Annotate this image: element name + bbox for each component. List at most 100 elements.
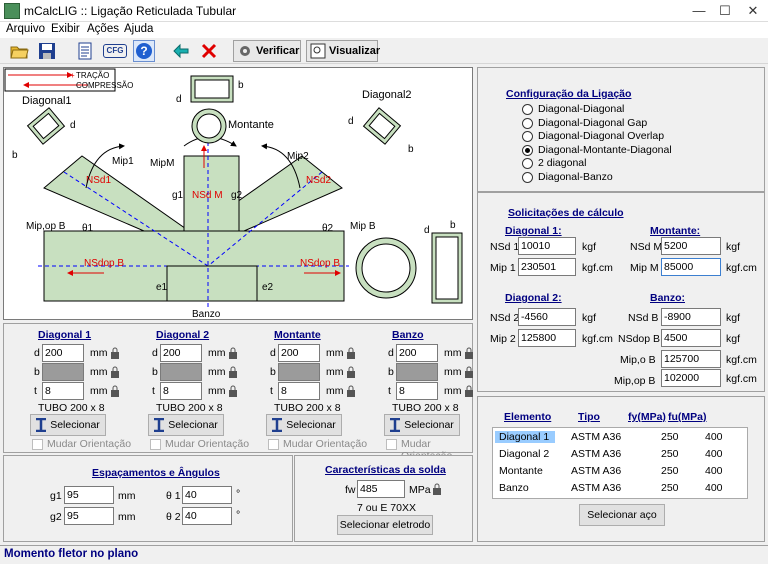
member-b-input[interactable] — [278, 363, 320, 381]
member-title: Diagonal 1 — [38, 329, 92, 341]
nsdm-input[interactable] — [661, 237, 721, 255]
member-t-input[interactable] — [160, 382, 202, 400]
config-option-label[interactable]: Diagonal-Diagonal Overlap — [538, 130, 665, 142]
member-unit: mm — [326, 347, 344, 359]
mip2-unit: kgf.cm — [582, 333, 613, 345]
help-icon[interactable]: ? — [133, 40, 155, 62]
config-radio-4[interactable] — [522, 158, 533, 169]
config-option-label[interactable]: Diagonal-Diagonal Gap — [538, 116, 648, 129]
orientation-checkbox[interactable] — [150, 439, 161, 450]
menu-acoes[interactable]: Ações — [87, 23, 119, 35]
member-d-input[interactable] — [42, 344, 84, 362]
back-arrow-icon[interactable] — [170, 40, 192, 62]
lock-icon[interactable] — [228, 385, 238, 397]
member-d-input[interactable] — [396, 344, 438, 362]
lock-icon[interactable] — [228, 366, 238, 378]
member-t-input[interactable] — [278, 382, 320, 400]
nsd1-label: NSd1 — [86, 175, 111, 186]
lock-icon[interactable] — [464, 347, 474, 359]
lock-icon[interactable] — [464, 366, 474, 378]
orientation-checkbox[interactable] — [32, 439, 43, 450]
select-electrode-button[interactable]: Selecionar eletrodo — [337, 515, 433, 535]
lock-icon[interactable] — [346, 347, 356, 359]
fw-unit: MPa — [409, 484, 431, 496]
lock-icon[interactable] — [228, 347, 238, 359]
member-unit: mm — [444, 347, 462, 359]
member-t-input[interactable] — [42, 382, 84, 400]
member-d-input[interactable] — [160, 344, 202, 362]
view-button[interactable]: Visualizar — [306, 40, 380, 62]
member-b-input[interactable] — [396, 363, 438, 381]
config-radio-2[interactable] — [522, 131, 533, 142]
nsdopb-input[interactable] — [661, 329, 721, 347]
lock-icon[interactable] — [110, 366, 120, 378]
nsdopb-label: NSdop B — [618, 333, 661, 345]
table-cell: Banzo — [499, 482, 529, 494]
nsd2-input[interactable] — [518, 308, 576, 326]
config-radio-1[interactable] — [522, 117, 533, 129]
chord-b-label: b — [450, 220, 456, 231]
minimize-button[interactable]: — — [692, 3, 706, 18]
select-member-button[interactable]: Selecionar — [384, 414, 460, 436]
config-option-label[interactable]: Diagonal-Diagonal — [538, 103, 625, 115]
nsd1-input[interactable] — [518, 237, 576, 255]
menu-ajuda[interactable]: Ajuda — [124, 23, 154, 35]
fw-input[interactable] — [357, 480, 405, 498]
g1-input[interactable] — [64, 486, 114, 504]
lock-icon[interactable] — [432, 483, 442, 495]
close-button[interactable]: ✕ — [747, 3, 759, 18]
orientation-checkbox[interactable] — [386, 439, 397, 450]
mip2-input[interactable] — [518, 329, 576, 347]
table-cell: Diagonal 1 — [495, 431, 556, 443]
config-radio-5[interactable] — [522, 171, 533, 183]
maximize-button[interactable]: ☐ — [719, 3, 731, 18]
ibeam-icon — [389, 417, 401, 439]
select-steel-button[interactable]: Selecionar aço — [579, 504, 665, 526]
nsd2-label: NSd2 — [306, 175, 331, 186]
select-member-button[interactable]: Selecionar — [266, 414, 342, 436]
config-radio-3[interactable] — [522, 144, 533, 156]
config-option-label[interactable]: Diagonal-Montante-Diagonal — [538, 143, 672, 156]
theta2-input[interactable] — [182, 507, 232, 525]
table-cell: 400 — [705, 482, 723, 494]
mipopb-label: Mip,op B — [26, 221, 66, 232]
config-option-label[interactable]: Diagonal-Banzo — [538, 170, 613, 183]
lock-icon[interactable] — [110, 347, 120, 359]
theta1-input[interactable] — [182, 486, 232, 504]
mipob-input[interactable] — [661, 350, 721, 368]
theta2-unit: ° — [236, 509, 241, 521]
nsdb-input[interactable] — [661, 308, 721, 326]
table-cell: ASTM A36 — [571, 465, 622, 477]
verify-button[interactable]: Verificar — [233, 40, 301, 62]
lock-icon[interactable] — [346, 366, 356, 378]
config-panel: Configuração da Ligação Diagonal-Diagona… — [477, 67, 765, 192]
mipopb-input[interactable] — [661, 369, 721, 387]
table-cell: Diagonal 2 — [499, 448, 550, 460]
member-d-input[interactable] — [278, 344, 320, 362]
member-b-input[interactable] — [160, 363, 202, 381]
report-icon[interactable] — [74, 40, 96, 62]
lock-icon[interactable] — [110, 385, 120, 397]
select-member-button[interactable]: Selecionar — [148, 414, 224, 436]
config-option-label[interactable]: 2 diagonal — [538, 157, 587, 169]
theta1-unit: ° — [236, 488, 241, 500]
cfg-button[interactable]: CFG — [102, 40, 128, 62]
g2-input[interactable] — [64, 507, 114, 525]
config-radio-0[interactable] — [522, 104, 533, 115]
open-folder-icon[interactable] — [8, 40, 30, 62]
menu-arquivo[interactable]: Arquivo — [6, 23, 45, 35]
save-icon[interactable] — [36, 40, 58, 62]
lock-icon[interactable] — [346, 385, 356, 397]
delete-icon[interactable] — [198, 40, 220, 62]
lock-icon[interactable] — [464, 385, 474, 397]
orientation-label: Mudar Orientação — [165, 438, 250, 450]
select-member-button[interactable]: Selecionar — [30, 414, 106, 436]
member-unit: mm — [90, 385, 108, 397]
orientation-checkbox[interactable] — [268, 439, 279, 450]
mip1-input[interactable] — [518, 258, 576, 276]
member-b-input[interactable] — [42, 363, 84, 381]
mipm-input[interactable] — [661, 258, 721, 276]
member-t-input[interactable] — [396, 382, 438, 400]
menu-exibir[interactable]: Exibir — [51, 23, 80, 35]
mipm-label: Mip M — [630, 262, 659, 274]
